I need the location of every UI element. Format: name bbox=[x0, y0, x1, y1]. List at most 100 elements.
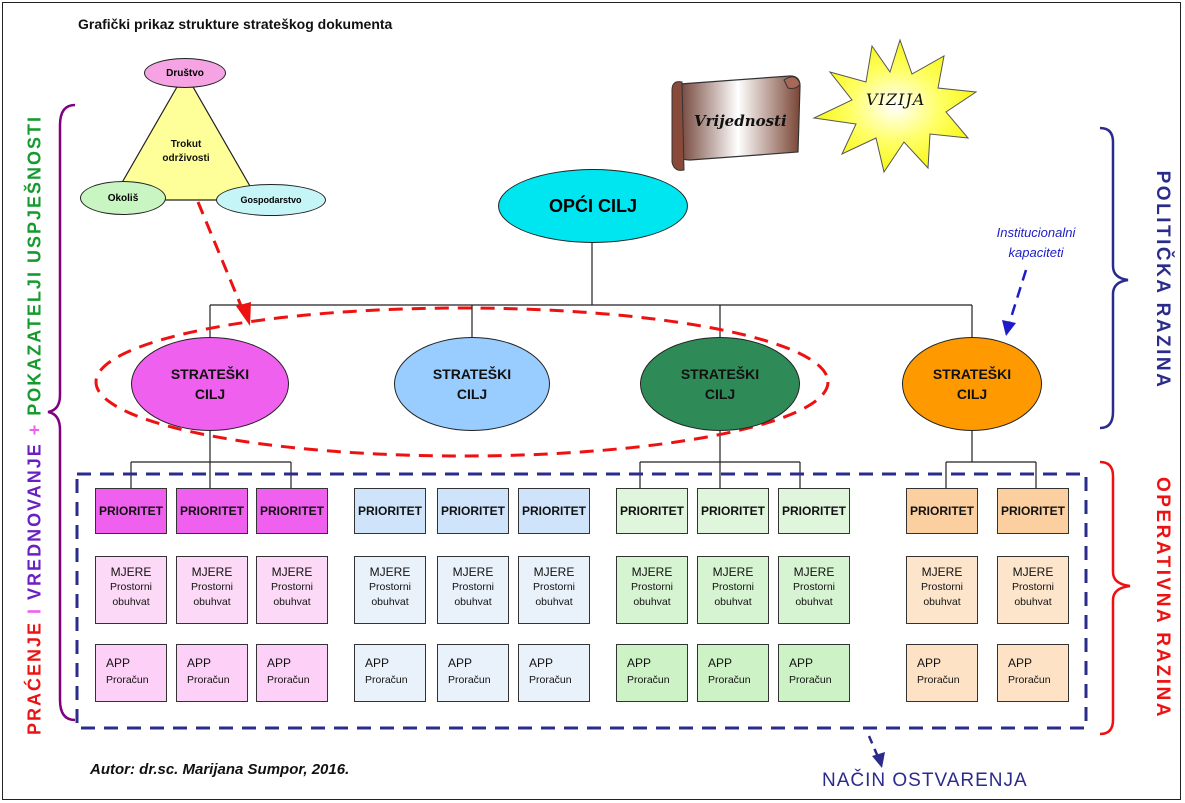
proracun-label: Proračun bbox=[627, 674, 670, 686]
vrednovanje-text: VREDNOVANJE bbox=[24, 442, 45, 600]
prostorni-obuhvat-label: obuhvat bbox=[714, 596, 752, 608]
prostorni-obuhvat-label: obuhvat bbox=[633, 596, 671, 608]
prostorni-obuhvat-label: Prostorni bbox=[451, 581, 494, 593]
app-box: APP Proračun bbox=[95, 644, 167, 702]
prostorni-obuhvat-label: Prostorni bbox=[109, 581, 152, 593]
prostorni-obuhvat-label: Prostorni bbox=[792, 581, 835, 593]
app-label: APP bbox=[267, 656, 292, 670]
okolis-node: Okoliš bbox=[80, 181, 166, 215]
prostorni-obuhvat-label: Prostorni bbox=[270, 581, 313, 593]
strateski-cilj-label-line: CILJ bbox=[704, 386, 736, 402]
strateski-cilj-label-line: CILJ bbox=[456, 386, 488, 402]
prostorni-obuhvat-label: obuhvat bbox=[795, 596, 833, 608]
mjere-label: MJERE bbox=[369, 565, 411, 579]
mjere-box: MJERE Prostorni obuhvat bbox=[176, 556, 248, 624]
mjere-box: MJERE Prostorni obuhvat bbox=[437, 556, 509, 624]
mjere-box: MJERE Prostorni obuhvat bbox=[518, 556, 590, 624]
nacin-ostvarenja-label: NAČIN OSTVARENJA bbox=[822, 770, 1028, 791]
prioritet-box: PRIORITET bbox=[778, 488, 850, 534]
prostorni-obuhvat-label: obuhvat bbox=[535, 596, 573, 608]
mjere-box: MJERE Prostorni obuhvat bbox=[778, 556, 850, 624]
app-box: APP Proračun bbox=[256, 644, 328, 702]
proracun-label: Proračun bbox=[365, 674, 408, 686]
proracun-label: Proračun bbox=[917, 674, 960, 686]
mjere-label: MJERE bbox=[110, 565, 152, 579]
prioritet-box: PRIORITET bbox=[176, 488, 248, 534]
prostorni-obuhvat-label: Prostorni bbox=[630, 581, 673, 593]
pokazatelji-text: POKAZATELJI USPJEŠNOSTI bbox=[24, 115, 45, 416]
operativna-razina-wrapper: OPERATIVNA RAZINA bbox=[1142, 460, 1182, 736]
prostorni-obuhvat-label: obuhvat bbox=[454, 596, 492, 608]
strateski-cilj-node: STRATEŠKI CILJ bbox=[394, 337, 550, 431]
prostorni-obuhvat-label: obuhvat bbox=[193, 596, 231, 608]
institucionalni-kapaciteti-label: Institucionalni kapaciteti bbox=[976, 223, 1096, 263]
app-label: APP bbox=[106, 656, 131, 670]
proracun-label: Proračun bbox=[267, 674, 310, 686]
mjere-label: MJERE bbox=[631, 565, 673, 579]
app-label: APP bbox=[627, 656, 652, 670]
prioritet-box: PRIORITET bbox=[906, 488, 978, 534]
scroll-shape bbox=[671, 75, 801, 171]
prioritet-box: PRIORITET bbox=[697, 488, 769, 534]
prioritet-box: PRIORITET bbox=[518, 488, 590, 534]
mjere-box: MJERE Prostorni obuhvat bbox=[354, 556, 426, 624]
trokut-odrzivosti-label: Trokut održivosti bbox=[160, 138, 212, 166]
prostorni-obuhvat-label: Prostorni bbox=[711, 581, 754, 593]
inst-line-2: kapaciteti bbox=[1008, 245, 1064, 260]
app-label: APP bbox=[187, 656, 212, 670]
prostorni-obuhvat-label: obuhvat bbox=[112, 596, 150, 608]
mjere-label: MJERE bbox=[921, 565, 963, 579]
mjere-label: MJERE bbox=[533, 565, 575, 579]
app-label: APP bbox=[917, 656, 942, 670]
mjere-label: MJERE bbox=[1012, 565, 1054, 579]
prioritet-box: PRIORITET bbox=[256, 488, 328, 534]
prioritet-box: PRIORITET bbox=[616, 488, 688, 534]
politicka-razina-label: POLITIČKA RAZINA bbox=[1152, 170, 1173, 390]
left-vertical-label: PRAĆENJE I VREDNOVANJE + POKAZATELJI USP… bbox=[10, 115, 60, 735]
opci-cilj-node: OPĆI CILJ bbox=[498, 169, 688, 243]
app-label: APP bbox=[529, 656, 554, 670]
mjere-label: MJERE bbox=[452, 565, 494, 579]
prostorni-obuhvat-label: Prostorni bbox=[368, 581, 411, 593]
mjere-label: MJERE bbox=[191, 565, 233, 579]
prostorni-obuhvat-label: Prostorni bbox=[1011, 581, 1054, 593]
prostorni-obuhvat-label: obuhvat bbox=[371, 596, 409, 608]
strateski-cilj-label-line: STRATEŠKI bbox=[932, 366, 1012, 382]
prostorni-obuhvat-label: obuhvat bbox=[1014, 596, 1052, 608]
prioritet-box: PRIORITET bbox=[997, 488, 1069, 534]
strateski-cilj-label-line: STRATEŠKI bbox=[432, 366, 512, 382]
proracun-label: Proračun bbox=[448, 674, 491, 686]
operativna-razina-label: OPERATIVNA RAZINA bbox=[1152, 477, 1173, 719]
app-box: APP Proračun bbox=[906, 644, 978, 702]
prostorni-obuhvat-label: Prostorni bbox=[532, 581, 575, 593]
vizija-label: VIZIJA bbox=[866, 90, 926, 109]
mjere-box: MJERE Prostorni obuhvat bbox=[697, 556, 769, 624]
mjere-label: MJERE bbox=[712, 565, 754, 579]
prostorni-obuhvat-label: obuhvat bbox=[273, 596, 311, 608]
mjere-label: MJERE bbox=[793, 565, 835, 579]
app-label: APP bbox=[708, 656, 733, 670]
strateski-cilj-node: STRATEŠKI CILJ bbox=[902, 337, 1042, 431]
star-shape bbox=[812, 38, 978, 174]
vrijednosti-label: Vrijednosti bbox=[694, 112, 787, 130]
prostorni-obuhvat-label: Prostorni bbox=[190, 581, 233, 593]
author-credit: Autor: dr.sc. Marijana Sumpor, 2016. bbox=[90, 761, 350, 778]
app-label: APP bbox=[1008, 656, 1033, 670]
gospodarstvo-node: Gospodarstvo bbox=[216, 184, 326, 216]
app-box: APP Proračun bbox=[616, 644, 688, 702]
strateski-cilj-label-line: CILJ bbox=[194, 386, 226, 402]
strateski-cilj-label-line: CILJ bbox=[956, 386, 988, 402]
proracun-label: Proračun bbox=[106, 674, 149, 686]
proracun-label: Proračun bbox=[789, 674, 832, 686]
strateski-cilj-label-line: STRATEŠKI bbox=[680, 366, 760, 382]
strateski-cilj-node: STRATEŠKI CILJ bbox=[640, 337, 800, 431]
